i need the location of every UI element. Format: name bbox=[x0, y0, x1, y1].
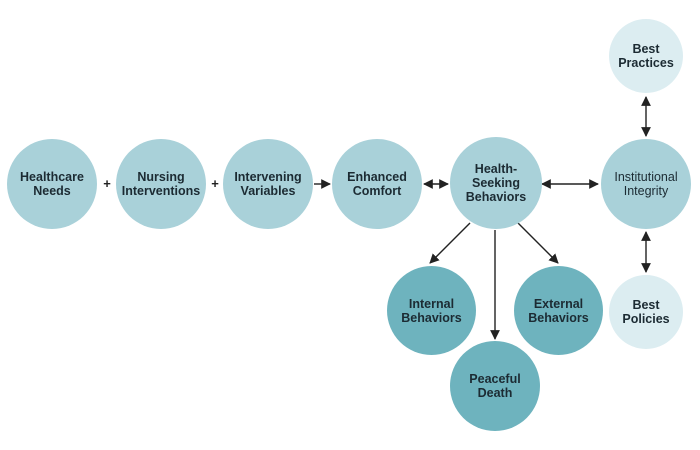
arrow-hsb-internal bbox=[429, 222, 471, 264]
node-label: Best Practices bbox=[618, 42, 674, 70]
node-nursing-interventions: Nursing Interventions bbox=[116, 139, 206, 229]
node-label: Peaceful Death bbox=[469, 372, 521, 400]
node-healthcare-needs: Healthcare Needs bbox=[7, 139, 97, 229]
node-label: Internal Behaviors bbox=[401, 296, 462, 325]
node-label: Nursing Interventions bbox=[121, 170, 201, 198]
node-label: Best Policies bbox=[622, 298, 670, 326]
node-best-policies: Best Policies bbox=[609, 275, 683, 349]
plus-operator: + bbox=[211, 176, 219, 191]
node-label: External Behaviors bbox=[528, 296, 589, 325]
node-external-behaviors: External Behaviors bbox=[514, 266, 603, 355]
node-health-seeking-behaviors: Health- Seeking Behaviors bbox=[450, 137, 542, 229]
node-label: Enhanced Comfort bbox=[347, 170, 407, 198]
node-intervening-variables: Intervening Variables bbox=[223, 139, 313, 229]
node-label: Healthcare Needs bbox=[20, 170, 84, 198]
arrow-hsb-external bbox=[517, 222, 559, 264]
plus-operator: + bbox=[103, 176, 111, 191]
node-enhanced-comfort: Enhanced Comfort bbox=[332, 139, 422, 229]
node-label: Intervening Variables bbox=[234, 170, 302, 198]
node-best-practices: Best Practices bbox=[609, 19, 683, 93]
node-institutional-integrity: Institutional Integrity bbox=[601, 139, 691, 229]
node-label: Health- Seeking Behaviors bbox=[465, 162, 527, 204]
node-peaceful-death: Peaceful Death bbox=[450, 341, 540, 431]
node-label: Institutional Integrity bbox=[614, 170, 678, 198]
node-internal-behaviors: Internal Behaviors bbox=[387, 266, 476, 355]
